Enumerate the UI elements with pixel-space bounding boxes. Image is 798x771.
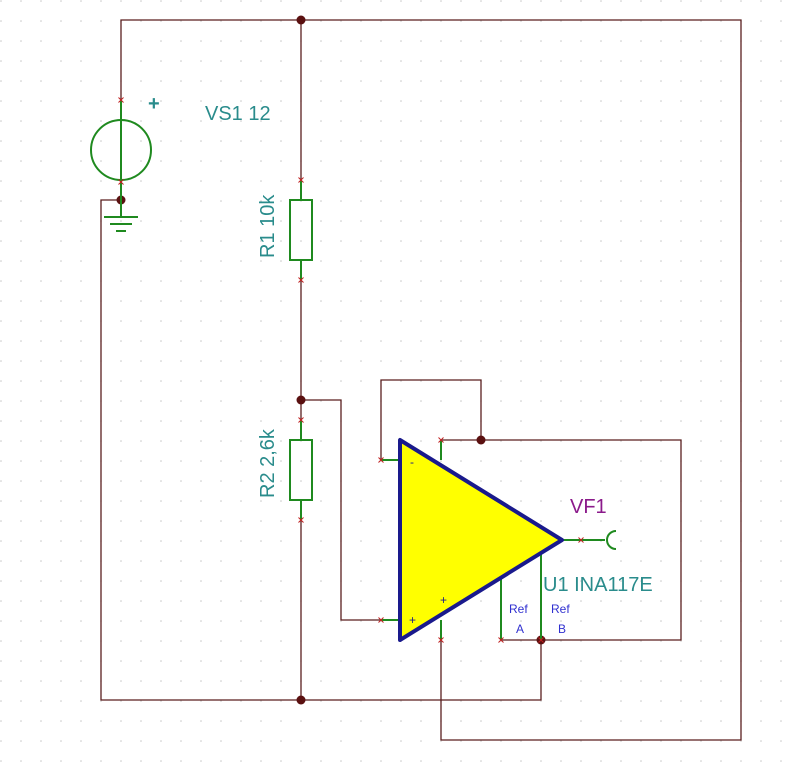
voltage-source-vs1[interactable]: + VS1 12 (90, 93, 271, 200)
resistor-r2[interactable]: R2 2,6k (257, 420, 313, 520)
pin-end-marker (378, 457, 384, 463)
pin-end-marker (438, 437, 444, 443)
resistor-r1-label: R1 10k (257, 194, 279, 258)
pin-end-marker (378, 617, 384, 623)
probe-icon (606, 530, 617, 550)
junction-node (476, 435, 486, 445)
pin-ref-a-label: Ref (509, 602, 528, 616)
pin-end-marker (118, 179, 124, 185)
pin-end-marker (538, 637, 544, 643)
pin-minus-label: - (410, 455, 414, 469)
amplifier-label: U1 INA117E (543, 574, 653, 596)
pin-ref-b-label: Ref (551, 602, 570, 616)
probe-label: VF1 (570, 496, 607, 518)
ground-icon (104, 200, 138, 232)
pin-end-marker (118, 97, 124, 103)
amplifier-triangle (398, 438, 564, 642)
voltage-probe-vf1[interactable]: VF1 (570, 496, 617, 550)
pin-end-marker (298, 277, 304, 283)
resistor-r1[interactable]: R1 10k (257, 180, 313, 280)
junction-node (296, 395, 306, 405)
resistor-r2-label: R2 2,6k (257, 428, 279, 498)
pin-end-marker (498, 637, 504, 643)
wire-ground-bus (100, 199, 542, 701)
junction-node (296, 15, 306, 25)
pin-ref-a-sub: A (516, 622, 524, 636)
source-label: VS1 12 (205, 103, 271, 125)
pin-end-marker (298, 177, 304, 183)
pin-end-marker (298, 417, 304, 423)
pin-end-marker (298, 517, 304, 523)
pin-end-marker (438, 637, 444, 643)
junction-node (296, 695, 306, 705)
source-polarity-plus: + (148, 93, 160, 115)
pin-end-marker (578, 537, 584, 543)
wire-divider-to-plus (301, 399, 381, 621)
pin-vplus-label: + (440, 593, 447, 607)
wire-top-bus (120, 19, 742, 741)
pin-markers (118, 97, 584, 643)
wire-ref-bus (441, 439, 682, 641)
amplifier-u1[interactable]: - + + Ref A Ref B U1 INA117E (381, 438, 653, 642)
wires (100, 19, 742, 741)
wire-minus-feedback (380, 379, 482, 460)
pin-plus-label: + (409, 613, 416, 627)
pin-ref-b-sub: B (558, 622, 566, 636)
